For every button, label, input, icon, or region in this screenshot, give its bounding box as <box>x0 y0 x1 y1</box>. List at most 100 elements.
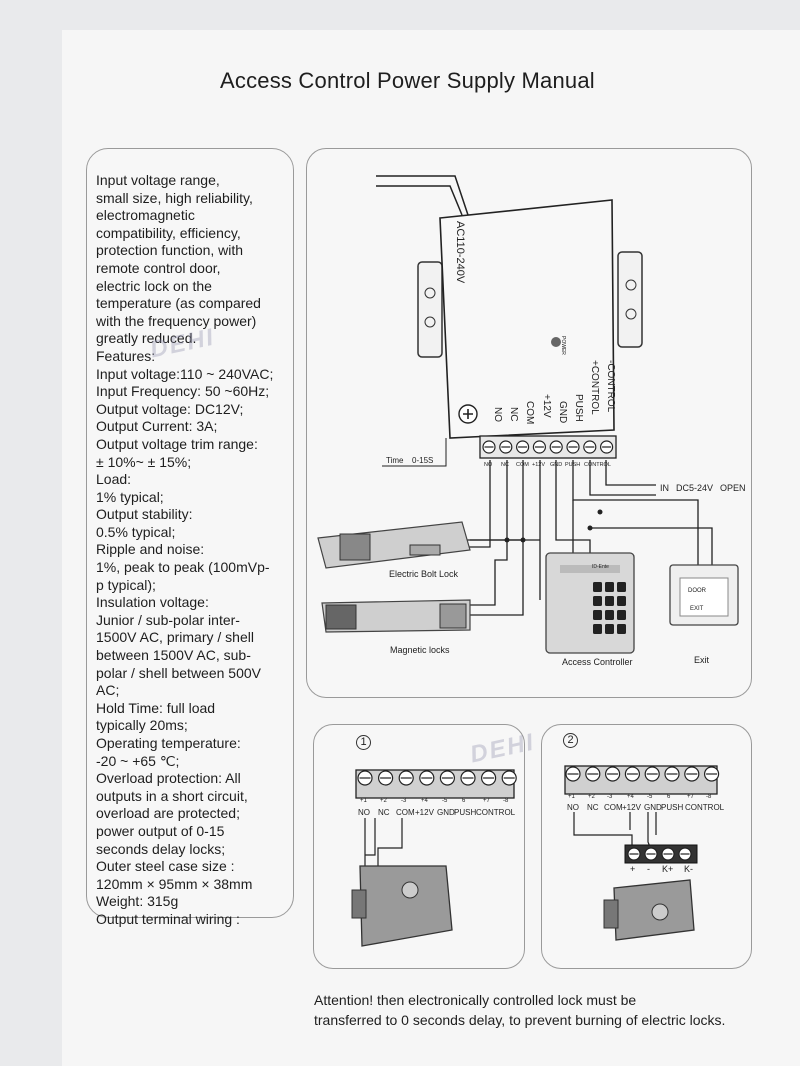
box-terminal-label: PUSH <box>573 394 584 422</box>
spec-line: Insulation voltage: <box>96 594 209 611</box>
pin-label: COM <box>396 808 415 817</box>
spec-line: small size, high reliability, <box>96 189 253 206</box>
spec-line: Output Current: 3A; <box>96 418 218 435</box>
dc-range-label: DC5-24V <box>676 483 714 493</box>
box-terminal-label: NO <box>492 407 503 422</box>
terminal-small-label: CONTROL <box>584 462 611 468</box>
spec-line: 1%, peak to peak (100mVp- <box>96 559 270 576</box>
right-flange-hole-top <box>625 279 637 291</box>
pin-label: +12V <box>622 803 641 812</box>
box-terminal-label: NC <box>508 407 519 422</box>
spec-line: temperature (as compared <box>96 295 261 312</box>
spec-line: compatibility, efficiency, <box>96 224 241 241</box>
ac-wire-2 <box>376 185 463 216</box>
pin-label: +7 <box>483 798 490 804</box>
spec-line: Input Frequency: 50 ~60Hz; <box>96 383 270 400</box>
open-label: OPEN <box>720 483 746 493</box>
terminal-small-label: COM <box>516 462 529 468</box>
pin-label: NC <box>587 803 599 812</box>
spec-line: outputs in a short circuit, <box>96 787 248 804</box>
wire-12v <box>462 460 541 600</box>
pin-label: -3 <box>607 794 613 800</box>
wire-com <box>470 460 524 616</box>
spec-line: Junior / sub-polar inter- <box>96 611 240 628</box>
pin-label: +7 <box>687 794 694 800</box>
wire-no <box>462 460 491 548</box>
pin-label: PUSH <box>454 808 477 817</box>
pin-label: COM <box>604 803 623 812</box>
spec-line: overload are protected; <box>96 805 240 822</box>
pin-label: + <box>630 864 636 874</box>
box-terminal-label: +CONTROL <box>589 360 600 415</box>
access-controller-label: Access Controller <box>562 657 633 667</box>
right-flange <box>617 251 643 348</box>
keypad-brand: ID-Ente <box>592 564 609 570</box>
spec-line: 120mm × 95mm × 38mm <box>96 875 253 892</box>
keypad-key <box>617 610 626 620</box>
rim-lock-one <box>359 865 453 947</box>
box-terminal-label: GND <box>557 400 568 423</box>
pin-label: CONTROL <box>476 808 516 817</box>
spec-line: Output voltage: DC12V; <box>96 400 244 417</box>
keypad-key <box>605 610 614 620</box>
pin-label: +12V <box>415 808 434 817</box>
pin-label: +2 <box>380 798 387 804</box>
pin-label: - <box>647 864 650 874</box>
wire-two-no <box>573 812 633 847</box>
pin-label: +1 <box>568 794 575 800</box>
pin-label: 6 <box>462 798 466 804</box>
spec-line: with the frequency power) <box>96 312 257 329</box>
pin-label: GND <box>644 803 662 812</box>
power-led-label: POWER <box>560 336 566 355</box>
pin-label: +2 <box>588 794 595 800</box>
keypad-key <box>617 582 626 592</box>
attention-note: Attention! then electronically controlle… <box>314 990 725 1030</box>
keypad-key <box>593 582 602 592</box>
wire-push <box>572 460 699 565</box>
pin-label: 6 <box>667 794 671 800</box>
bolt-lock-label: Electric Bolt Lock <box>389 569 459 579</box>
page-title: Access Control Power Supply Manual <box>220 68 595 93</box>
spec-line: typically 20ms; <box>96 717 188 734</box>
spec-line: 1% typical; <box>96 488 164 505</box>
pin-label: NO <box>567 803 579 812</box>
trimmer-leader <box>382 438 447 467</box>
pin-label: -3 <box>401 798 407 804</box>
wire-one-com <box>377 818 403 880</box>
spec-line: AC; <box>96 682 120 699</box>
spec-line: remote control door, <box>96 259 221 276</box>
spec-line: Operating temperature: <box>96 735 241 751</box>
pin-label: +4 <box>421 798 428 804</box>
box-terminal-label: -CONTROL <box>605 360 616 413</box>
spec-line: Output voltage trim range: <box>96 435 258 452</box>
spec-line: Load: <box>96 471 132 488</box>
spec-line: power output of 0-15 <box>96 822 225 839</box>
in-label: IN <box>660 483 669 493</box>
keypad-key <box>617 624 626 634</box>
spec-line: -20 ~ +65 ℃; <box>96 752 180 769</box>
pin-label: CONTROL <box>685 803 725 812</box>
wire-two-power <box>629 812 657 848</box>
spec-panel <box>86 148 294 918</box>
keypad-key <box>593 610 602 620</box>
keypad-key <box>605 582 614 592</box>
terminal-small-label: NO <box>484 462 493 468</box>
spec-line: p typical); <box>96 576 156 593</box>
spec-line: seconds delay locks; <box>96 840 226 857</box>
bolt-body <box>339 533 371 561</box>
spec-line: Ripple and noise: <box>96 541 205 558</box>
pin-label: K- <box>684 864 693 874</box>
wire-gnd <box>555 460 713 565</box>
spec-line: Outer steel case size : <box>96 858 235 875</box>
terminal-block-main <box>479 435 617 459</box>
diagram-two-number: 2 <box>563 733 578 748</box>
spec-line: between 1500V AC, sub- <box>96 647 251 664</box>
spec-line: 0.5% typical; <box>96 523 176 540</box>
spec-line: Input voltage range, <box>96 172 220 188</box>
spec-line: protection function, with <box>96 242 244 259</box>
keypad-key <box>605 624 614 634</box>
pin-label: PUSH <box>661 803 684 812</box>
ac-wire-1 <box>376 175 469 216</box>
time-label: Time <box>386 456 404 465</box>
